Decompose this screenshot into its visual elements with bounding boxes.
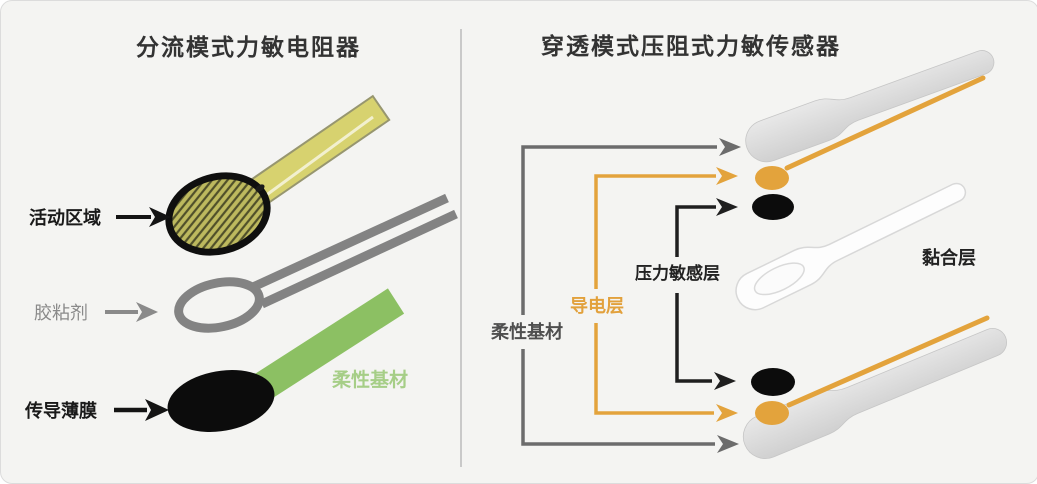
adhesive-arrow <box>105 302 158 322</box>
adhesive-cutout-hole <box>753 262 805 296</box>
active-area-arrow <box>116 207 171 227</box>
fsr-tail-strip <box>243 94 391 210</box>
bottom-pressure-layer-dot <box>751 368 795 396</box>
label-conductive-layer: 导电层 <box>570 296 624 316</box>
pressure-arrow-top <box>716 198 738 216</box>
conductive-arrow-bottom <box>716 404 738 422</box>
tail-contact-dot <box>255 184 265 192</box>
active-area-ellipse <box>165 172 271 256</box>
fsr-tail-trace <box>260 115 374 201</box>
label-flexible-substrate-left: 柔性基材 <box>332 370 409 391</box>
substrate-arrow-bottom <box>717 435 739 453</box>
top-conductive-trace <box>784 75 986 171</box>
adhesive-lead-2 <box>260 209 458 309</box>
green-substrate-strip <box>247 288 405 404</box>
top-pressure-layer-dot <box>752 194 794 220</box>
conductive-layer-leader <box>594 167 738 422</box>
adhesive-ring <box>174 277 264 333</box>
label-active-area: 活动区域 <box>29 208 101 228</box>
adhesive-spacer-strip <box>735 182 967 311</box>
left-panel-title: 分流模式力敏电阻器 <box>136 34 361 60</box>
substrate-arrow-top <box>719 138 741 156</box>
right-panel-title: 穿透模式压阻式力敏传感器 <box>541 33 841 59</box>
label-pressure-sensitive-layer: 压力敏感层 <box>635 264 720 283</box>
conductive-film-ellipse <box>167 370 275 432</box>
label-conductive-film: 传导薄膜 <box>25 401 97 421</box>
conductive-arrow-top <box>716 167 738 185</box>
bottom-conductive-pad <box>755 401 789 425</box>
label-adhesive: 胶粘剂 <box>34 303 88 323</box>
label-flexible-substrate-right: 柔性基材 <box>491 322 563 342</box>
conductive-film-shape <box>167 288 405 432</box>
panel-divider <box>460 29 462 467</box>
bottom-conductive-trace <box>786 315 990 408</box>
top-conductive-pad <box>755 166 789 190</box>
flexible-substrate-leader <box>521 138 741 453</box>
pressure-layer-leader <box>675 198 738 390</box>
label-adhesive-layer: 黏合层 <box>922 248 976 268</box>
bottom-substrate-strip <box>742 328 1007 459</box>
conductive-film-arrow <box>114 399 169 421</box>
adhesive-lead-1 <box>251 193 449 292</box>
top-substrate-strip <box>745 50 995 163</box>
fsr-sensor-top <box>165 94 391 256</box>
pressure-arrow-bottom <box>714 372 736 390</box>
adhesive-layer-shape <box>174 193 458 333</box>
